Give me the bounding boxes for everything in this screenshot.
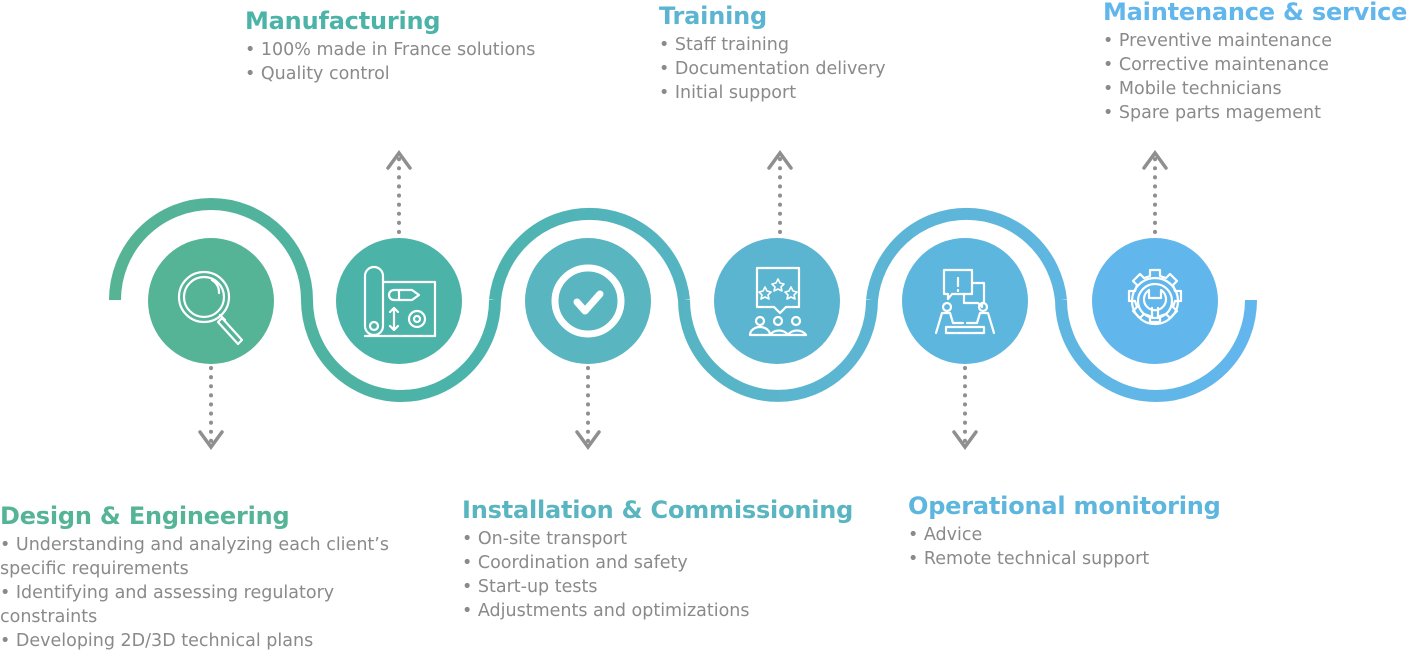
- step-bullets: • Advice • Remote technical support: [908, 523, 1221, 571]
- consultation-icon: [934, 268, 996, 335]
- wave-arc-1: [109, 198, 313, 301]
- arrow-up-maintenance: [1142, 150, 1168, 234]
- step-circle-design: [148, 238, 274, 364]
- bullet-item: • Mobile technicians: [1103, 79, 1282, 99]
- training-icon: [748, 266, 808, 337]
- step-title: Maintenance & service: [1103, 0, 1408, 26]
- wave-path: [109, 198, 1257, 402]
- step-title: Operational monitoring: [908, 492, 1221, 520]
- bullet-item: • Staff training: [659, 35, 789, 55]
- wave-arc-3: [489, 207, 690, 301]
- arrow-up-training: [767, 150, 793, 234]
- blueprint-icon: [363, 265, 437, 338]
- step-circle-training: [714, 238, 840, 364]
- bullet-item: • Corrective maintenance: [1103, 55, 1329, 75]
- wave-arc-4: [678, 299, 878, 402]
- bullet-item: • Understanding and analyzing each clien…: [0, 535, 389, 579]
- step-title: Manufacturing: [245, 7, 441, 35]
- bullet-item: • Documentation delivery: [659, 59, 886, 79]
- bullet-item: • Start-up tests: [462, 577, 598, 597]
- bullet-item: • Initial support: [659, 83, 797, 103]
- bullet-item: • Developing 2D/3D technical plans: [0, 631, 314, 651]
- arrow-down-monitoring: [952, 366, 978, 450]
- arrow-up-manufacturing: [386, 150, 412, 234]
- step-bullets: • Preventive maintenance • Corrective ma…: [1103, 29, 1407, 125]
- bullet-item: • Identifying and assessing regulatory c…: [0, 583, 335, 627]
- step-circle-installation: [525, 238, 651, 364]
- step-title: Design & Engineering: [0, 502, 290, 530]
- bullet-item: • 100% made in France solutions: [245, 40, 536, 60]
- bullet-item: • Adjustments and optimizations: [462, 601, 750, 621]
- step-bullets: • 100% made in France solutions • Qualit…: [245, 38, 535, 86]
- step-operational-monitoring: Operational monitoring • Advice • Remote…: [908, 491, 1221, 571]
- step-circle-maintenance: [1092, 238, 1218, 364]
- checkmark-icon: [551, 264, 625, 338]
- bullet-item: • Preventive maintenance: [1103, 31, 1332, 51]
- arrow-down-design: [198, 366, 224, 450]
- magnifier-icon: [177, 270, 244, 346]
- bullet-item: • Advice: [908, 525, 983, 545]
- step-bullets: • Staff training • Documentation deliver…: [659, 33, 886, 105]
- step-title: Installation & Commissioning: [462, 496, 854, 524]
- step-installation-commissioning: Installation & Commissioning • On-site t…: [462, 495, 853, 623]
- step-maintenance-service: Maintenance & service • Preventive maint…: [1103, 0, 1407, 125]
- gear-wrench-icon: [1127, 268, 1183, 326]
- step-bullets: • On-site transport • Coordination and s…: [462, 527, 853, 623]
- step-manufacturing: Manufacturing • 100% made in France solu…: [245, 6, 535, 86]
- step-title: Training: [659, 2, 767, 30]
- arrow-down-installation: [575, 366, 601, 450]
- bullet-item: • On-site transport: [462, 529, 628, 549]
- step-bullets: • Understanding and analyzing each clien…: [0, 533, 400, 653]
- bullet-item: • Quality control: [245, 64, 390, 84]
- bullet-item: • Spare parts magement: [1103, 103, 1321, 123]
- wave-arc-5: [866, 207, 1067, 301]
- wave-arc-6: [1055, 299, 1257, 402]
- wave-arc-2: [301, 299, 501, 402]
- step-training: Training • Staff training • Documentatio…: [659, 1, 886, 105]
- bullet-item: • Coordination and safety: [462, 553, 688, 573]
- bullet-item: • Remote technical support: [908, 549, 1150, 569]
- step-design-engineering: Design & Engineering • Understanding and…: [0, 501, 400, 653]
